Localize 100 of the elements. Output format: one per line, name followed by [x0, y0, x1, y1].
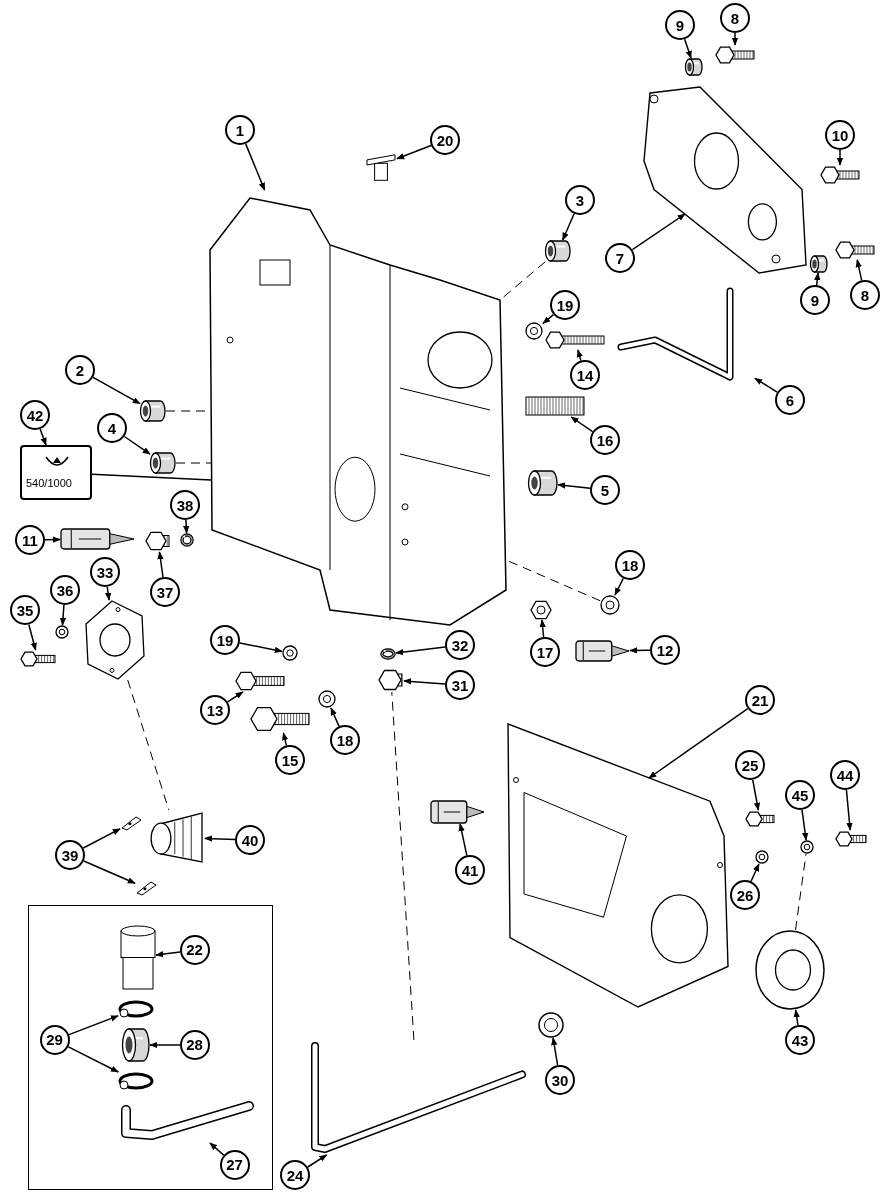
washer-drawing: [318, 690, 336, 708]
leader-line: [155, 951, 181, 958]
leader-line: [149, 1041, 181, 1049]
nut-drawing: [530, 600, 552, 620]
leader-line: [44, 536, 61, 543]
leader-line: [67, 1046, 119, 1073]
callout-number: 28: [179, 1029, 210, 1060]
leader-line: [845, 789, 853, 831]
decal-plate: [20, 445, 92, 500]
callout-number: 4: [97, 413, 127, 443]
leader-line: [244, 143, 266, 191]
hose-clamp-drawing: [117, 999, 154, 1018]
callout-number: 32: [445, 630, 475, 660]
leader-line: [557, 482, 591, 490]
leader-line: [104, 586, 112, 601]
leader-line: [395, 646, 446, 656]
callout-number: 8: [850, 280, 880, 310]
callout-number: 6: [775, 385, 805, 415]
leader-line: [59, 604, 67, 626]
callout-number: 35: [10, 595, 40, 625]
callout-number: 16: [590, 425, 620, 455]
leader-line: [539, 619, 546, 638]
callout-number: 2: [65, 355, 95, 385]
bushing-drawing: [545, 240, 571, 262]
leader-line: [183, 519, 190, 534]
leader-line: [306, 1154, 328, 1168]
leader-line: [282, 732, 289, 747]
callout-number: 21: [745, 685, 775, 715]
leader-line: [458, 823, 468, 857]
leader-line: [793, 1009, 800, 1026]
callout-number: 19: [210, 625, 240, 655]
callout-number: 30: [545, 1065, 575, 1095]
stud-drawing: [525, 395, 585, 417]
leader-line: [751, 778, 761, 811]
callout-number: 7: [605, 243, 635, 273]
leader-line: [28, 623, 37, 651]
leader-line: [629, 647, 651, 654]
bolt-drawing: [20, 650, 56, 668]
bolt-drawing: [835, 240, 875, 260]
leader-line: [157, 551, 164, 578]
callout-number: 18: [615, 550, 645, 580]
callout-number: 14: [570, 360, 600, 390]
leader-line: [123, 435, 151, 455]
cap-drawing: [150, 810, 205, 865]
bushing-drawing: [121, 1027, 150, 1062]
leader-line: [238, 642, 283, 654]
callout-number: 8: [720, 3, 750, 33]
assembly-line: [175, 462, 212, 464]
callout-number: 3: [565, 185, 595, 215]
leader-line: [801, 809, 809, 841]
bushing-drawing: [685, 58, 703, 76]
washer-drawing: [282, 645, 298, 661]
bushing-drawing: [140, 400, 166, 422]
callout-number: 40: [235, 825, 265, 855]
bolt-drawing: [835, 830, 867, 848]
plug-drawing: [145, 530, 171, 552]
leader-line: [396, 144, 432, 160]
inset-frame: [28, 905, 273, 1190]
hose-clamp-drawing: [117, 1071, 154, 1090]
callout-number: 13: [200, 695, 230, 725]
connector-line: [91, 473, 212, 481]
callout-number: 33: [90, 557, 120, 587]
callout-number: 36: [50, 575, 80, 605]
leader-line: [226, 691, 244, 703]
bolt-drawing: [250, 705, 310, 733]
bolt-drawing: [745, 810, 775, 828]
leader-line: [92, 376, 141, 405]
leader-line: [631, 213, 686, 251]
callout-number: 11: [15, 525, 45, 555]
bushing-drawing: [810, 255, 828, 273]
o-ring-drawing: [180, 533, 194, 547]
callout-number: 19: [550, 290, 580, 320]
leader-line: [750, 863, 760, 883]
washer-drawing: [525, 322, 543, 340]
washer-drawing: [600, 595, 620, 615]
leader-line: [648, 707, 749, 779]
pipe-drawing: [119, 924, 156, 990]
callout-number: 25: [735, 750, 765, 780]
callout-number: 41: [455, 855, 485, 885]
flange-drawing: [85, 600, 145, 680]
callout-number: 15: [275, 745, 305, 775]
callout-number: 31: [445, 670, 475, 700]
leader-line: [570, 416, 594, 433]
leader-line: [614, 577, 625, 596]
clip-drawing: [120, 815, 142, 831]
leader-line: [39, 428, 47, 446]
callout-number: 29: [39, 1024, 70, 1055]
bolt-drawing: [545, 330, 605, 350]
callout-number: 1: [225, 115, 255, 145]
grommet-drawing: [538, 1012, 564, 1038]
callout-number: 43: [785, 1025, 815, 1055]
leader-line: [542, 313, 555, 325]
leader-line: [754, 377, 778, 393]
callout-number: 12: [650, 635, 680, 665]
callout-number: 10: [825, 120, 855, 150]
callout-number: 37: [150, 577, 180, 607]
sealant-tube-drawing: [575, 640, 630, 662]
callout-number: 24: [280, 1160, 310, 1190]
bolt-drawing: [235, 670, 285, 692]
clip-drawing: [135, 880, 157, 896]
